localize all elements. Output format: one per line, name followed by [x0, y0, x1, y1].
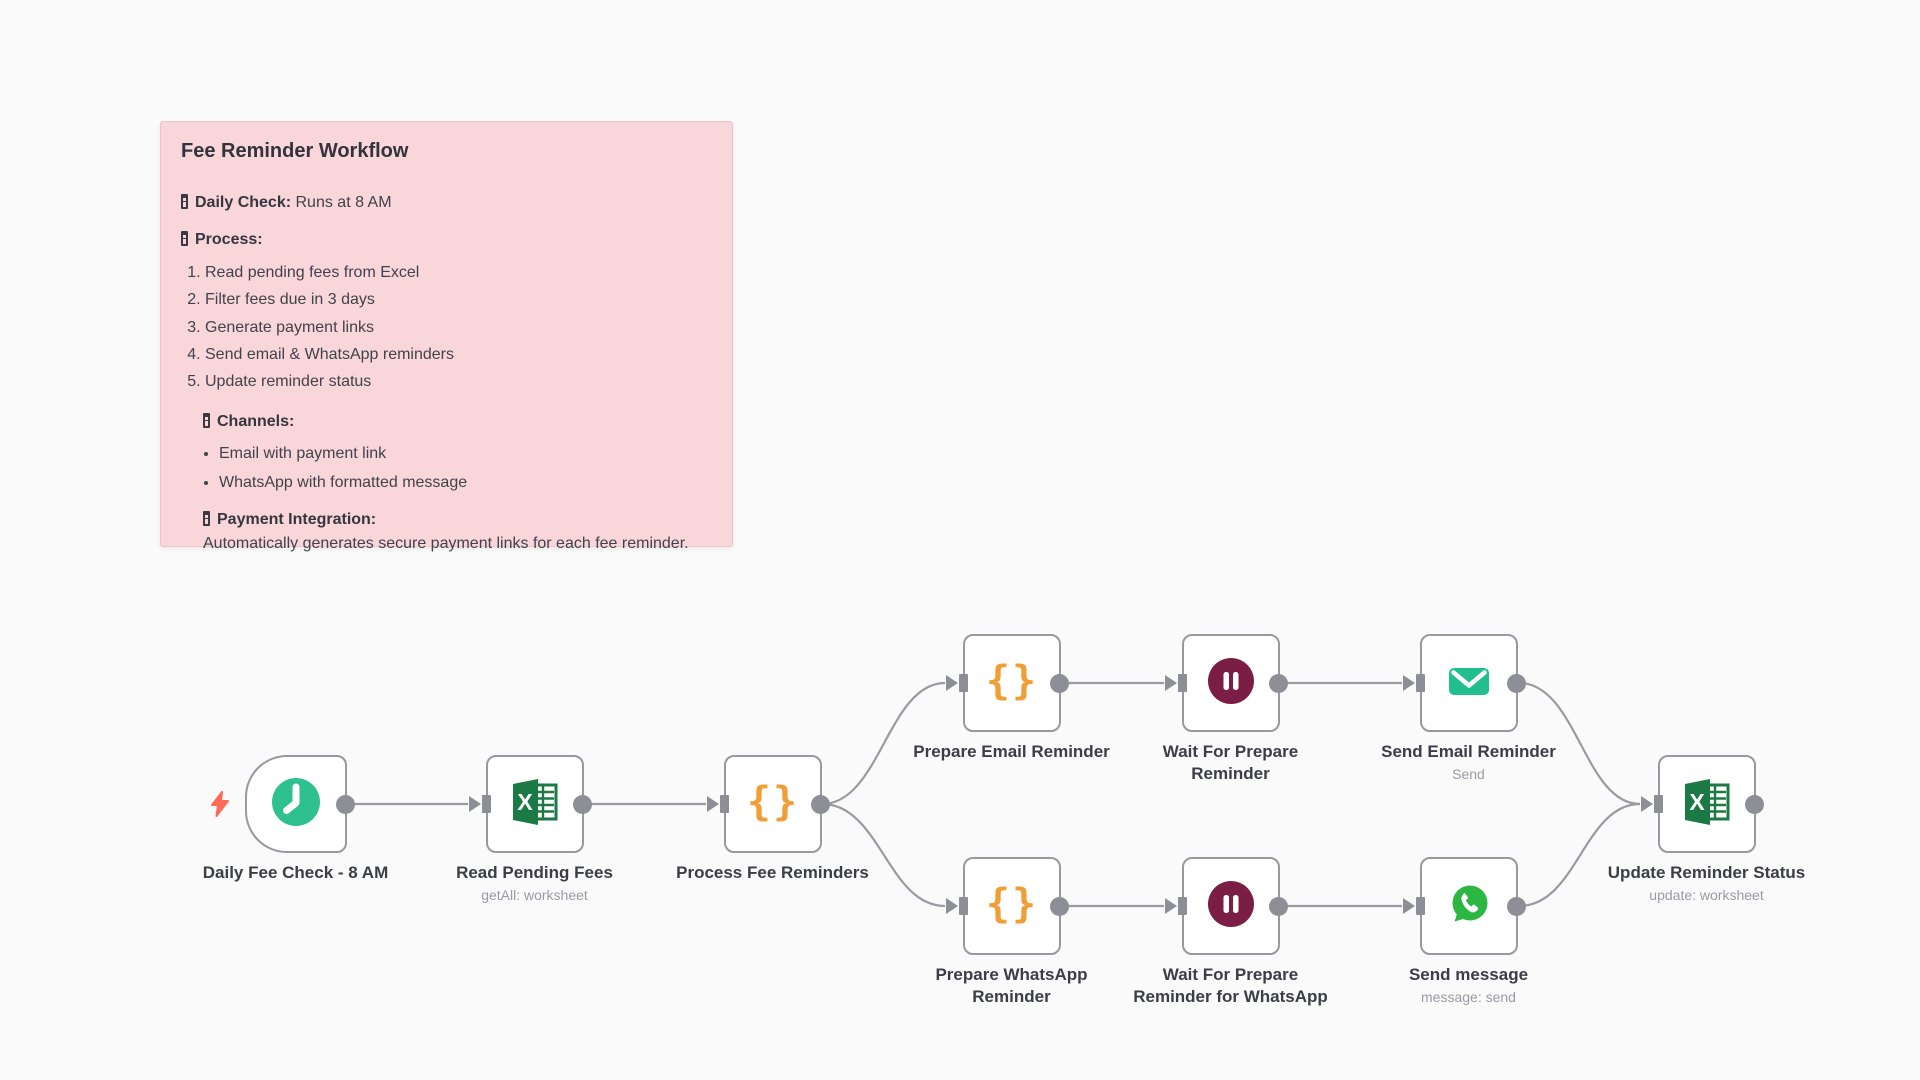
channels-list: Email with payment link WhatsApp with fo… — [181, 443, 712, 494]
email-icon — [1442, 656, 1496, 711]
code-braces-icon: {} — [982, 653, 1042, 714]
code-braces-icon: {} — [743, 774, 803, 835]
clock-icon — [271, 777, 321, 832]
process-steps-list: Read pending fees from Excel Filter fees… — [181, 262, 712, 394]
excel-icon: X — [1680, 776, 1734, 833]
node-prepare-email-reminder[interactable]: {} — [946, 634, 1069, 732]
payment-text: Automatically generates secure payment l… — [203, 535, 689, 553]
node-label: Prepare Email Reminder — [913, 742, 1110, 761]
output-port[interactable] — [336, 794, 355, 814]
output-port[interactable] — [1050, 896, 1069, 916]
node-prepare-whatsapp-reminder[interactable]: {} — [946, 857, 1069, 955]
missing-emoji-icon — [181, 231, 188, 247]
output-port[interactable] — [1269, 673, 1288, 693]
output-port[interactable] — [1507, 673, 1526, 693]
input-arrow-icon — [1165, 898, 1177, 914]
node-label: Wait For Prepare Reminder — [1162, 742, 1299, 784]
node-label: Daily Fee Check - 8 AM — [202, 863, 389, 882]
list-item: Read pending fees from Excel — [205, 262, 712, 284]
input-port[interactable] — [1416, 674, 1425, 692]
list-item: WhatsApp with formatted message — [219, 472, 712, 494]
svg-text:{}: {} — [747, 779, 799, 825]
lightning-bolt-icon — [209, 791, 231, 822]
input-port[interactable] — [720, 795, 729, 813]
input-port[interactable] — [959, 897, 968, 915]
input-arrow-icon — [707, 796, 719, 812]
pause-icon — [1206, 656, 1256, 711]
svg-text:{}: {} — [986, 881, 1038, 927]
excel-icon: X — [508, 776, 562, 833]
input-port[interactable] — [1178, 674, 1187, 692]
output-port[interactable] — [1507, 896, 1526, 916]
payment-heading: Payment Integration: — [203, 509, 712, 531]
list-item: Email with payment link — [219, 443, 712, 465]
svg-text:X: X — [1689, 789, 1705, 815]
channels-heading: Channels: — [203, 411, 712, 433]
node-label: Prepare WhatsApp Reminder — [935, 965, 1088, 1007]
node-wait-for-prepare-reminder-whatsapp[interactable] — [1165, 857, 1288, 955]
output-port[interactable] — [1269, 896, 1288, 916]
svg-text:{}: {} — [986, 658, 1038, 704]
code-braces-icon: {} — [982, 876, 1042, 937]
process-heading: Process: — [181, 229, 712, 251]
input-port[interactable] — [1654, 795, 1663, 813]
output-port[interactable] — [573, 794, 592, 814]
input-port[interactable] — [1178, 897, 1187, 915]
node-update-reminder-status[interactable]: X — [1641, 755, 1764, 853]
input-arrow-icon — [469, 796, 481, 812]
input-port[interactable] — [1416, 897, 1425, 915]
input-arrow-icon — [1641, 796, 1653, 812]
output-port[interactable] — [1050, 673, 1069, 693]
missing-emoji-icon — [203, 510, 210, 526]
list-item: Generate payment links — [205, 317, 712, 339]
node-label: Process Fee Reminders — [676, 863, 869, 882]
pause-icon — [1206, 879, 1256, 934]
output-port[interactable] — [1745, 794, 1764, 814]
input-arrow-icon — [1403, 898, 1415, 914]
output-port[interactable] — [811, 794, 830, 814]
missing-emoji-icon — [181, 194, 188, 209]
list-item: Update reminder status — [205, 371, 712, 393]
daily-check-line: Daily Check: Runs at 8 AM — [181, 192, 712, 214]
sticky-note[interactable]: Fee Reminder Workflow Daily Check: Runs … — [160, 121, 733, 552]
node-send-email-reminder[interactable] — [1403, 634, 1526, 732]
input-arrow-icon — [1403, 675, 1415, 691]
list-item: Send email & WhatsApp reminders — [205, 344, 712, 366]
node-send-message[interactable] — [1403, 857, 1526, 955]
node-process-fee-reminders[interactable]: {} — [707, 755, 830, 853]
input-arrow-icon — [1165, 675, 1177, 691]
node-read-pending-fees[interactable]: X — [469, 755, 592, 853]
input-arrow-icon — [946, 675, 958, 691]
missing-emoji-icon — [203, 412, 210, 428]
sticky-note-title: Fee Reminder Workflow — [181, 140, 409, 162]
svg-text:X: X — [517, 789, 533, 815]
whatsapp-icon — [1444, 879, 1494, 934]
input-port[interactable] — [482, 795, 491, 813]
list-item: Filter fees due in 3 days — [205, 289, 712, 311]
input-port[interactable] — [959, 674, 968, 692]
input-arrow-icon — [946, 898, 958, 914]
node-wait-for-prepare-reminder[interactable] — [1165, 634, 1288, 732]
node-daily-fee-check[interactable] — [211, 755, 355, 853]
node-label: Wait For Prepare Reminder for WhatsApp — [1133, 965, 1328, 1007]
